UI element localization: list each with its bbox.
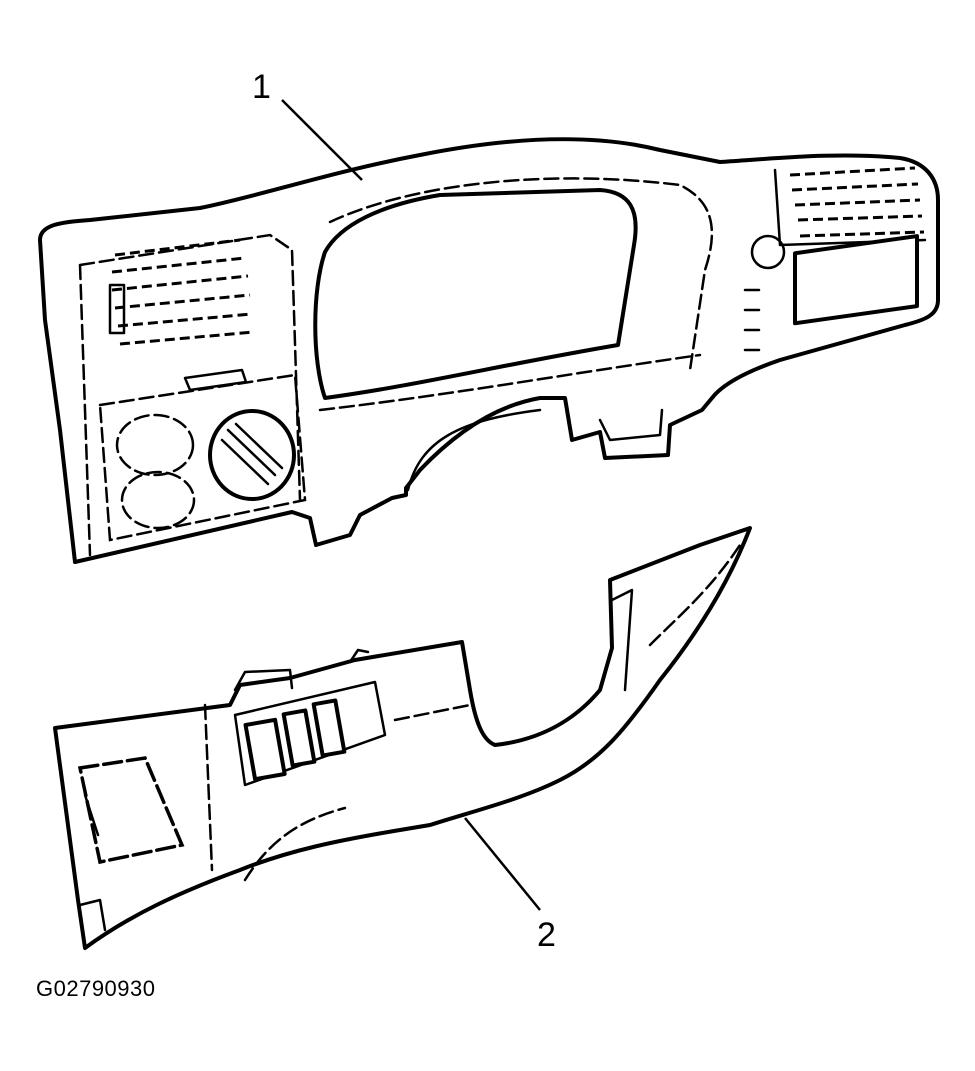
left-air-vent [111, 238, 255, 346]
connector-tabs [233, 648, 370, 692]
pocket-latch [83, 793, 100, 837]
temperature-knob-grip [220, 422, 284, 486]
left-vent-knob [108, 283, 126, 335]
control-slider [183, 368, 248, 392]
callout-1-label: 1 [252, 68, 271, 106]
callout-2-leader [464, 817, 541, 911]
callout-1-leader [281, 99, 363, 181]
instrument-cluster-opening [313, 188, 638, 400]
trim-contour-upper [393, 703, 472, 722]
right-air-vent [789, 166, 925, 238]
switch-pocket [793, 234, 919, 326]
trim-contour-left [203, 703, 214, 872]
switch-2 [281, 708, 317, 768]
left-panel-border [78, 233, 302, 557]
column-cutout-edge [610, 588, 634, 692]
part-1-instrument-panel-bezel [38, 137, 940, 564]
fan-knob [115, 413, 195, 477]
callout-2-label: 2 [537, 916, 556, 954]
switch-column [743, 288, 767, 352]
mode-knob [120, 470, 196, 530]
part-2-lower-trim-panel [53, 526, 752, 950]
trim-contour-mid [243, 806, 347, 882]
figure-id: G02790930 [36, 976, 156, 1001]
lower-trim-line [318, 353, 702, 412]
dimmer-switch [750, 234, 786, 270]
temperature-knob [208, 409, 296, 501]
part-2-outline [53, 526, 752, 950]
switch-1 [243, 717, 287, 782]
switch-bezel [233, 680, 387, 787]
lower-corner-clip [78, 898, 107, 932]
right-flange-contour [648, 543, 742, 647]
storage-pocket [77, 756, 185, 865]
knee-bolster-curve [406, 408, 542, 492]
switch-3 [311, 698, 347, 758]
cluster-hood-edge [328, 177, 714, 372]
steering-column-cutout [598, 408, 664, 442]
